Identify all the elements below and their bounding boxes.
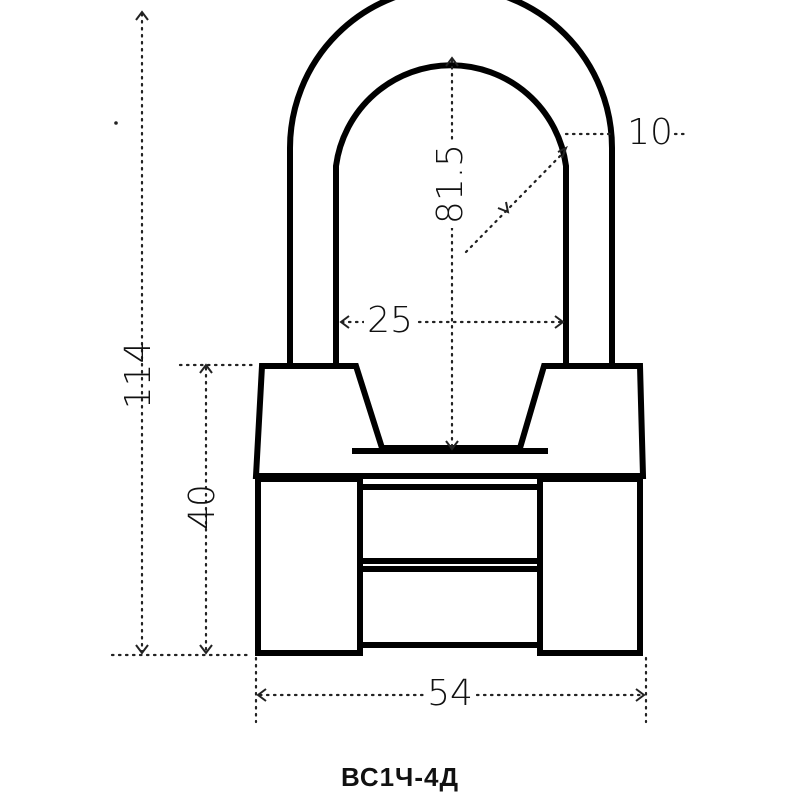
dim-shackle-inner-width: 25 (367, 300, 413, 341)
body-center-lower (357, 566, 543, 648)
dim-shackle-diameter: 10 (627, 112, 673, 153)
body-left-block (255, 476, 363, 656)
body-center-upper (357, 484, 543, 564)
dim-shackle-clearance: 81.5 (430, 144, 471, 224)
body-right-block (537, 476, 643, 656)
shackle-inner (333, 62, 569, 366)
body-top (252, 363, 647, 479)
dim-body-height: 40 (182, 484, 223, 530)
dim-overall-height: 114 (118, 341, 159, 410)
dim-body-width: 54 (427, 673, 473, 714)
model-label: ВС1Ч-4Д (341, 762, 459, 792)
shackle-outer (287, 0, 615, 366)
